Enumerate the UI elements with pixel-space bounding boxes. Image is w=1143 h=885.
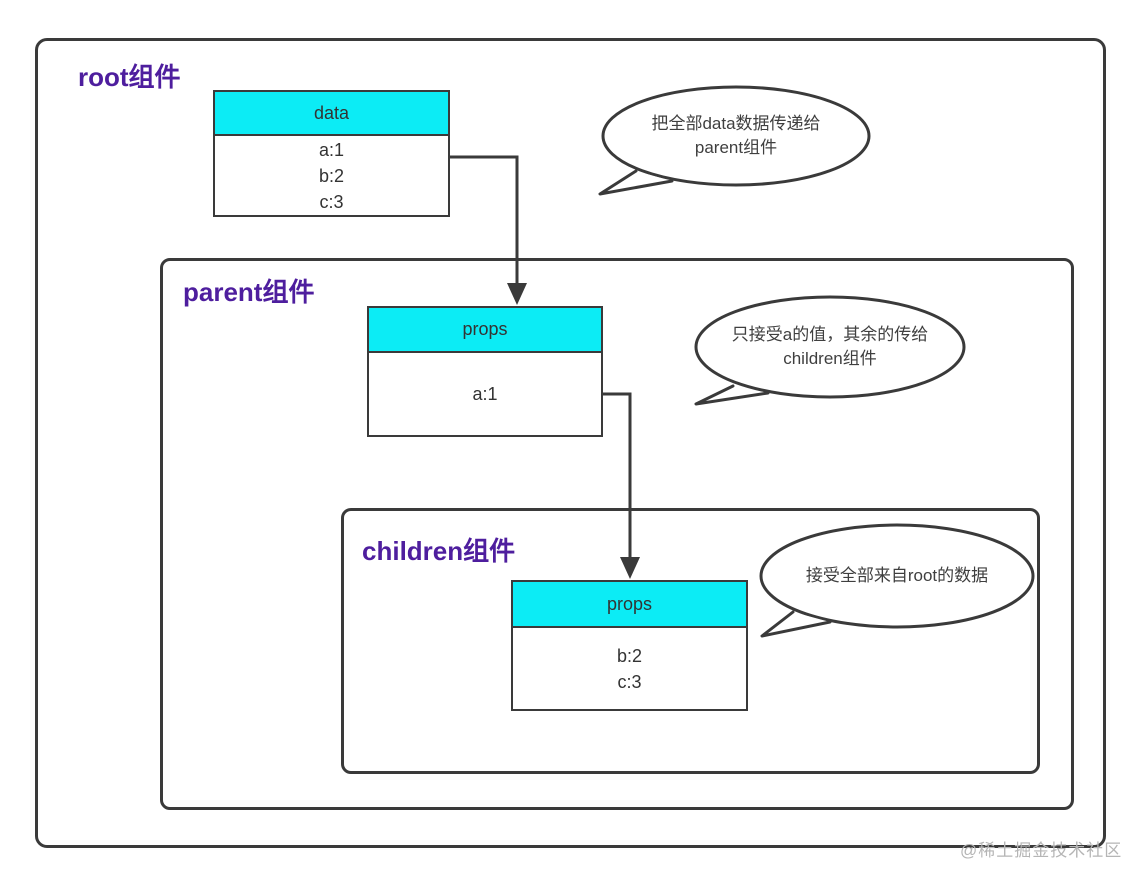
bubble-text-from-root: 接受全部来自root的数据	[805, 566, 989, 585]
data-row: b:2	[318, 165, 345, 186]
data-table-body: a:1 b:2 c:3	[215, 136, 448, 215]
data-table-header: data	[215, 92, 448, 136]
bubble-text-to-parent: 把全部data数据传递给 parent组件	[651, 114, 821, 157]
root-component-box: root组件 data a:1 b:2 c:3 parent组件 props a…	[35, 38, 1106, 848]
watermark: @稀土掘金技术社区	[960, 841, 1123, 860]
parent-props-table: props a:1	[367, 306, 603, 437]
parent-component-label: parent组件	[183, 277, 315, 307]
children-props-body: b:2 c:3	[513, 628, 746, 709]
children-component-label: children组件	[362, 536, 516, 566]
children-props-header: props	[513, 582, 746, 628]
props-row: c:3	[617, 671, 642, 692]
root-component-label: root组件	[78, 62, 181, 92]
bubble-text-to-children: 只接受a的值，其余的传给 children组件	[731, 325, 929, 368]
data-table: data a:1 b:2 c:3	[213, 90, 450, 217]
props-row: a:1	[472, 384, 498, 404]
children-props-table: props b:2 c:3	[511, 580, 748, 711]
props-row: b:2	[616, 645, 643, 666]
parent-component-box: parent组件 props a:1 children组件 props b:2 …	[160, 258, 1074, 810]
parent-props-body: a:1	[369, 353, 601, 435]
data-row: c:3	[319, 191, 344, 212]
data-row: a:1	[318, 139, 345, 160]
children-component-box: children组件 props b:2 c:3	[341, 508, 1040, 774]
parent-props-header: props	[369, 308, 601, 353]
